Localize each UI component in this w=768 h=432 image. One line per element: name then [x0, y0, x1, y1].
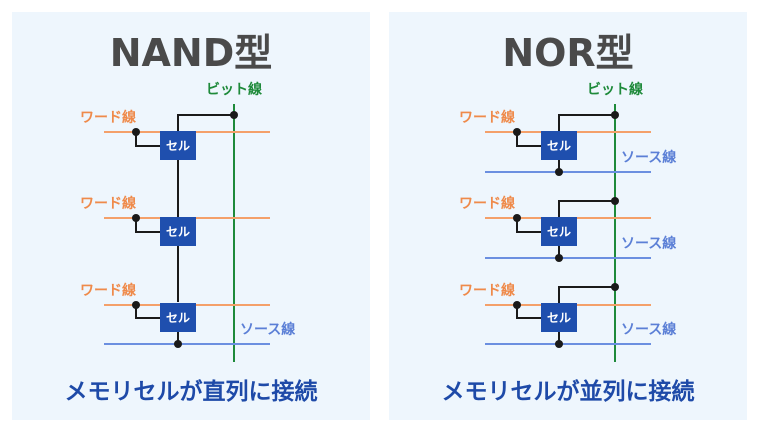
nor-cell-label-3: セル — [547, 311, 571, 325]
nor-diagram: ビット線 ワード線 ワード線 ワード線 ソース線 ソース線 ソース線 — [459, 81, 676, 362]
nand-diagram: ビット線 ワード線 ワード線 ワード線 ソース線 — [80, 81, 295, 362]
nand-gate-wire-2 — [135, 218, 160, 233]
nand-cell-label-3: セル — [166, 311, 190, 325]
nor-junction-source-2 — [555, 254, 563, 262]
nor-cell-label-1: セル — [547, 139, 571, 153]
nand-word-line-label-1: ワード線 — [80, 109, 136, 126]
nor-cell-label-2: セル — [547, 225, 571, 239]
nor-gate-wire-1 — [516, 132, 541, 147]
nand-cell-label-2: セル — [166, 225, 190, 239]
nand-word-line-label-2: ワード線 — [80, 195, 136, 212]
nand-title: NAND型 — [109, 31, 273, 75]
nand-cell-label-1: セル — [166, 139, 190, 153]
nor-panel: NOR型 ビット線 ワード線 ワード線 ワード線 ソース線 ソース線 ソース線 — [389, 12, 747, 420]
nor-gate-junction-2 — [513, 214, 521, 222]
nor-bit-line-label: ビット線 — [587, 81, 643, 98]
nand-gate-junction-1 — [132, 128, 140, 136]
nand-gate-wire-1 — [135, 132, 160, 147]
nor-junction-source-1 — [555, 168, 563, 176]
nor-caption: メモリセルが並列に接続 — [441, 379, 695, 405]
nand-junction-source — [174, 340, 182, 348]
nand-word-line-label-3: ワード線 — [80, 282, 136, 299]
nor-word-line-label-1: ワード線 — [459, 109, 515, 126]
nor-source-line-label-1: ソース線 — [621, 149, 676, 166]
nor-gate-wire-3 — [516, 305, 541, 319]
nand-gate-junction-3 — [132, 301, 140, 309]
nor-title: NOR型 — [502, 31, 634, 75]
nor-gate-wire-2 — [516, 218, 541, 233]
nor-junction-source-3 — [555, 340, 563, 348]
nor-wire-cell3-to-bitline — [558, 286, 615, 303]
nor-junction-bitline-2 — [611, 197, 619, 205]
nor-gate-junction-1 — [513, 128, 521, 136]
nor-junction-bitline-3 — [611, 283, 619, 291]
nand-bit-line-label: ビット線 — [206, 81, 262, 98]
nand-gate-junction-2 — [132, 214, 140, 222]
nor-cell-3 — [541, 303, 577, 332]
nand-cell-1 — [160, 131, 196, 160]
nor-word-line-label-3: ワード線 — [459, 282, 515, 299]
nand-panel: NAND型 ビット線 ワード線 ワード線 ワード線 ソース線 — [12, 12, 370, 420]
nor-gate-junction-3 — [513, 301, 521, 309]
nand-cell-2 — [160, 217, 196, 246]
nor-word-line-label-2: ワード線 — [459, 195, 515, 212]
nor-cell-1 — [541, 131, 577, 160]
nand-caption: メモリセルが直列に接続 — [64, 379, 318, 405]
nand-wire-bitline-to-cell1 — [177, 114, 234, 131]
nor-cell-2 — [541, 217, 577, 246]
nor-junction-bitline-1 — [611, 111, 619, 119]
nor-source-line-label-3: ソース線 — [621, 321, 676, 338]
nor-source-line-label-2: ソース線 — [621, 235, 676, 252]
nand-junction-bitline — [230, 111, 238, 119]
nand-source-line-label: ソース線 — [240, 321, 295, 338]
nand-gate-wire-3 — [135, 305, 160, 319]
nor-wire-cell2-to-bitline — [558, 200, 615, 217]
nand-cell-3 — [160, 303, 196, 332]
nor-wire-cell1-to-bitline — [558, 114, 615, 131]
